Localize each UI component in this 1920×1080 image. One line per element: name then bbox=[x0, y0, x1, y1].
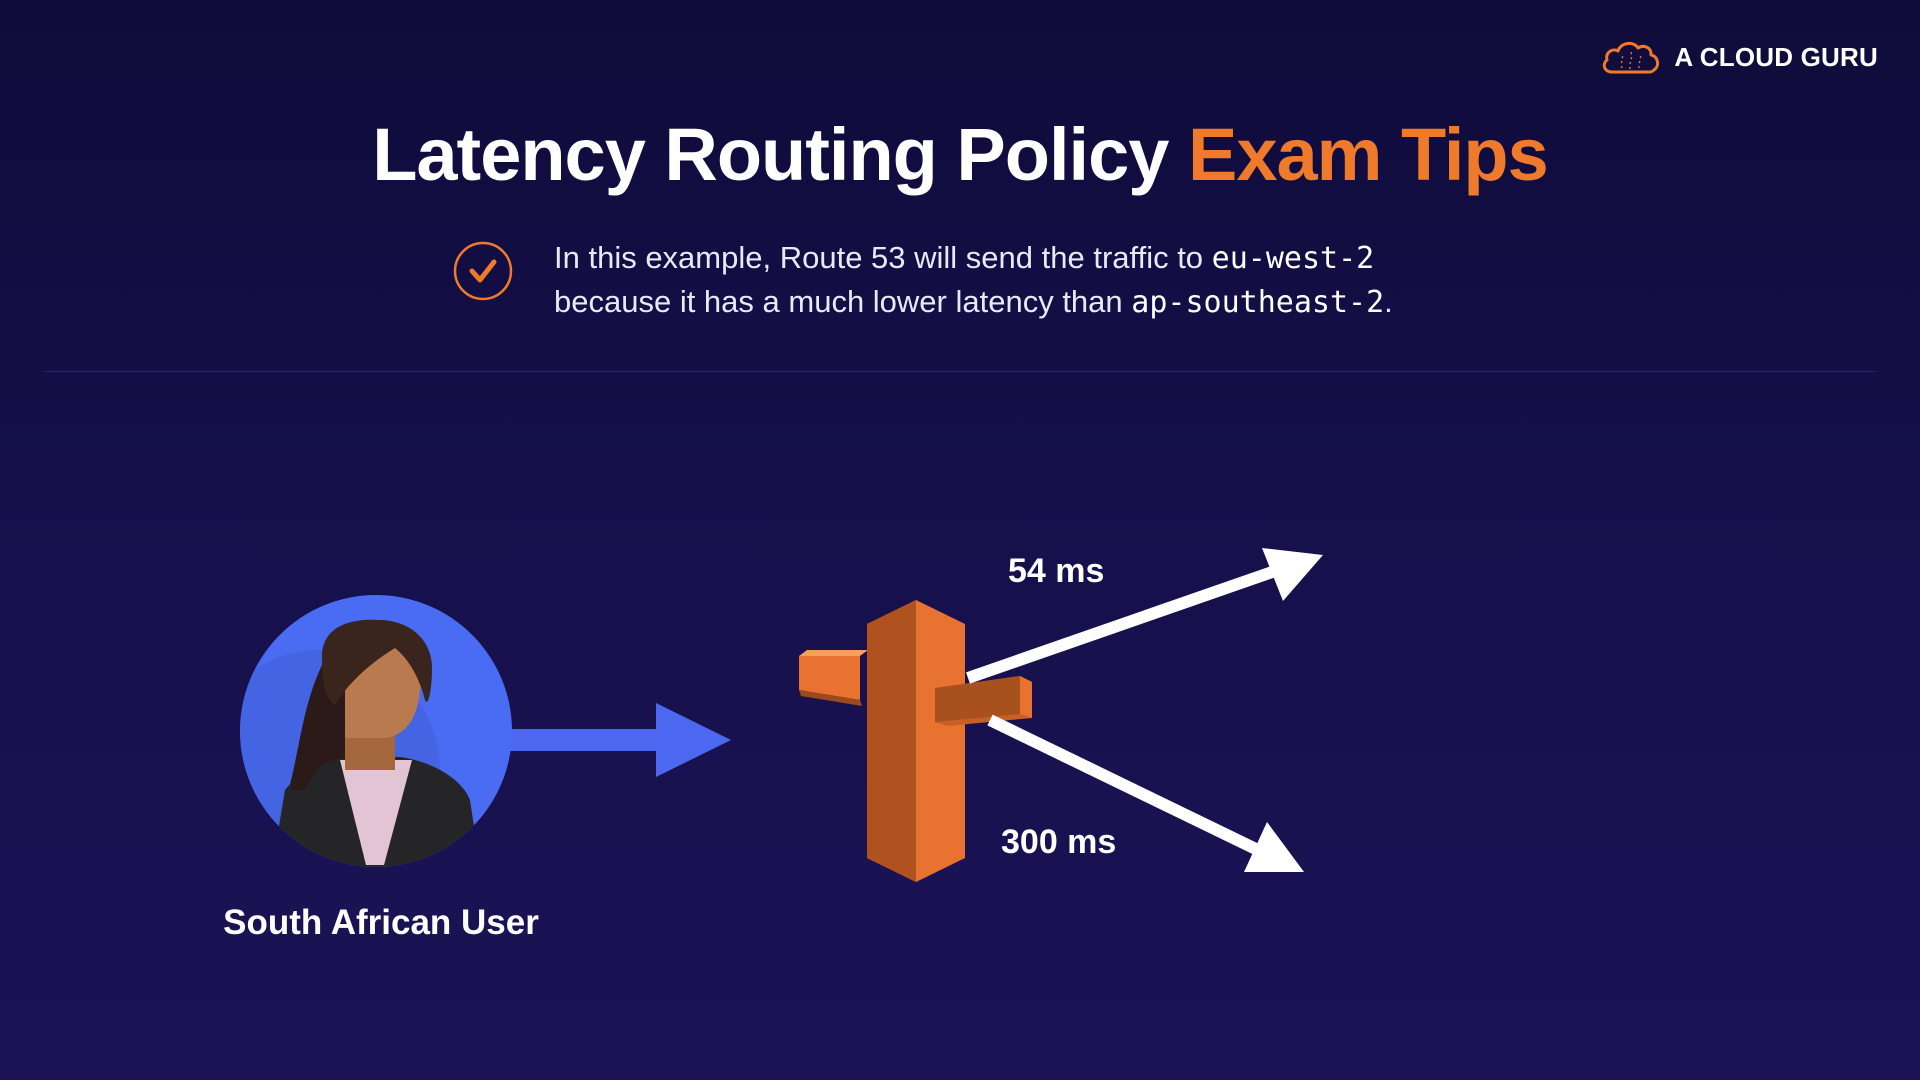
user-label: South African User bbox=[223, 903, 539, 942]
check-circle-icon bbox=[453, 241, 513, 301]
tip-line-2: because it has a much lower latency than… bbox=[554, 280, 1534, 324]
tip-line-2-text: because it has a much lower latency than bbox=[554, 284, 1132, 319]
woman-avatar-icon bbox=[240, 595, 512, 867]
tip-text: In this example, Route 53 will send the … bbox=[554, 236, 1534, 324]
brand-name: A CLOUD GURU bbox=[1674, 41, 1878, 72]
tip-code-eu-west-2: eu-west-2 bbox=[1211, 241, 1375, 276]
tip-code-ap-southeast-2: ap-southeast-2 bbox=[1131, 285, 1385, 320]
title-accent: Exam Tips bbox=[1187, 113, 1549, 196]
route-arrow-lower bbox=[987, 714, 1304, 872]
divider bbox=[44, 371, 1876, 372]
tip-line-2-suffix: . bbox=[1384, 284, 1393, 319]
tip-line-1-text: In this example, Route 53 will send the … bbox=[554, 240, 1212, 275]
route-arrow-upper bbox=[966, 548, 1323, 684]
user-to-route53-arrow bbox=[505, 703, 731, 777]
tip-line-1: In this example, Route 53 will send the … bbox=[554, 236, 1534, 280]
exam-tip: In this example, Route 53 will send the … bbox=[452, 236, 1534, 324]
title-main: Latency Routing Policy bbox=[372, 113, 1188, 196]
cloud-icon bbox=[1603, 42, 1660, 74]
page-title: Latency Routing Policy Exam Tips bbox=[0, 112, 1920, 197]
route53-signpost-icon bbox=[799, 600, 1032, 882]
latency-label-54ms: 54 ms bbox=[1008, 552, 1104, 590]
latency-label-300ms: 300 ms bbox=[1001, 823, 1116, 861]
brand-logo: A CLOUD GURU bbox=[1600, 38, 1878, 76]
